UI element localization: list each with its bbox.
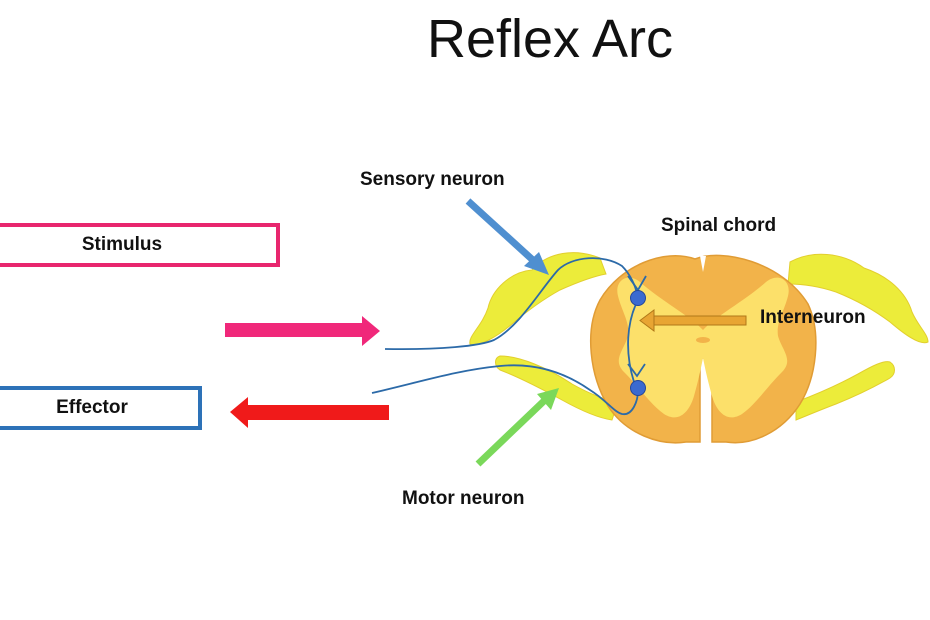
synapse-lower: [630, 380, 646, 396]
sensory-neuron-label: Sensory neuron: [360, 169, 505, 190]
stimulus-arrow: [225, 316, 380, 346]
effector-box: Effector: [0, 386, 202, 430]
motor-pointer-arrow: [475, 388, 559, 467]
interneuron-pointer-arrow: [639, 309, 747, 332]
right-ventral-root: [795, 361, 895, 421]
stimulus-box: Stimulus: [0, 223, 280, 267]
interneuron-label: Interneuron: [760, 307, 866, 328]
motor-neuron-label: Motor neuron: [402, 488, 525, 509]
synapse-upper: [630, 290, 646, 306]
left-dorsal-root: [469, 252, 607, 346]
spinal-cord-label: Spinal chord: [661, 215, 777, 236]
dorsal-notch: [700, 256, 706, 272]
grey-matter: [617, 277, 789, 418]
interneuron-path: [627, 303, 637, 383]
sensory-pointer-arrow: [465, 198, 549, 275]
stimulus-label: Stimulus: [81, 234, 163, 255]
page-title: Reflex Arc: [426, 9, 674, 69]
synapse-fork-lower: [627, 363, 646, 378]
effector-label: Effector: [56, 397, 128, 418]
sensory-neuron-path: [384, 257, 639, 351]
effector-arrow: [230, 397, 389, 428]
left-ventral-root: [495, 355, 619, 421]
central-canal: [696, 337, 710, 343]
right-dorsal-root: [787, 253, 929, 344]
motor-neuron-path: [371, 364, 639, 415]
